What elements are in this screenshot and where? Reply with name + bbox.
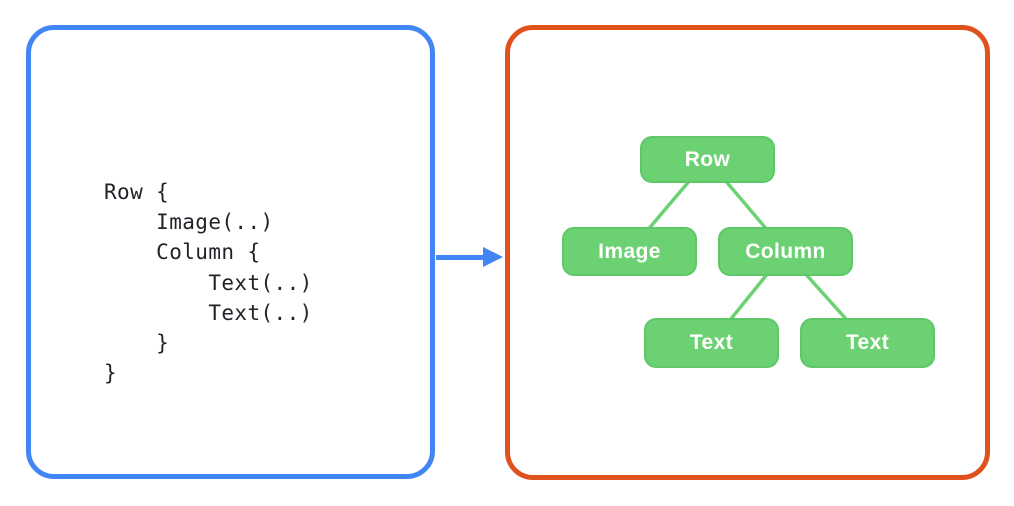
ui-tree-panel	[505, 25, 990, 480]
code-block: Row { Image(..) Column { Text(..) Text(.…	[104, 180, 313, 386]
arrow-shaft	[436, 255, 486, 260]
arrow-head	[483, 247, 503, 267]
code-panel: Row { Image(..) Column { Text(..) Text(.…	[26, 25, 435, 479]
arrow-right-icon	[436, 245, 504, 270]
